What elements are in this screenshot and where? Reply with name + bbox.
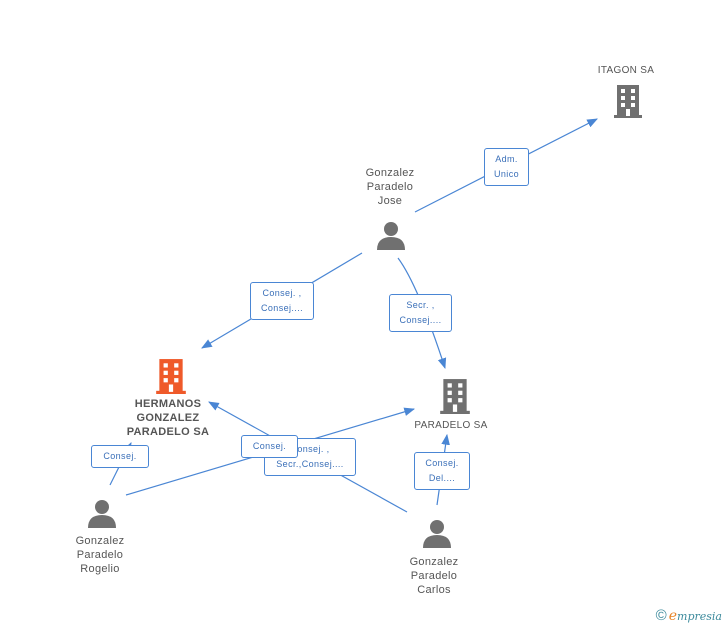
building-icon — [440, 379, 470, 414]
edge-label-carlos-paradelo[interactable]: Consej. Del.... — [414, 452, 470, 490]
building-icon — [156, 359, 186, 394]
copyright-icon: © — [655, 607, 667, 624]
node-label-paradelo[interactable]: PARADELO SA — [414, 420, 488, 431]
person-icon — [423, 520, 451, 548]
node-label-rogelio[interactable]: Gonzalez Paradelo Rogelio — [75, 535, 125, 575]
edge-label-jose-paradelo[interactable]: Secr. , Consej.... — [389, 294, 452, 332]
edge-label-jose-itagon[interactable]: Adm. Unico — [484, 148, 529, 186]
edge-label-jose-hermanos[interactable]: Consej. , Consej.... — [250, 282, 314, 320]
building-icon — [614, 85, 642, 118]
node-label-hermanos[interactable]: HERMANOS GONZALEZ PARADELO SA — [126, 398, 210, 438]
node-label-itagon[interactable]: ITAGON SA — [597, 65, 655, 76]
edge-label-rogelio-hermanos[interactable]: Consej. — [91, 445, 149, 468]
brand-logo: empresia — [668, 608, 722, 624]
node-label-carlos[interactable]: Gonzalez Paradelo Carlos — [409, 556, 459, 596]
edge-label-rogelio-paradelo[interactable]: Consej. — [241, 435, 298, 458]
person-icon — [377, 222, 405, 250]
node-label-jose[interactable]: Gonzalez Paradelo Jose — [365, 167, 415, 207]
copyright-brand: ©empresia — [656, 607, 722, 624]
person-icon — [88, 500, 116, 528]
